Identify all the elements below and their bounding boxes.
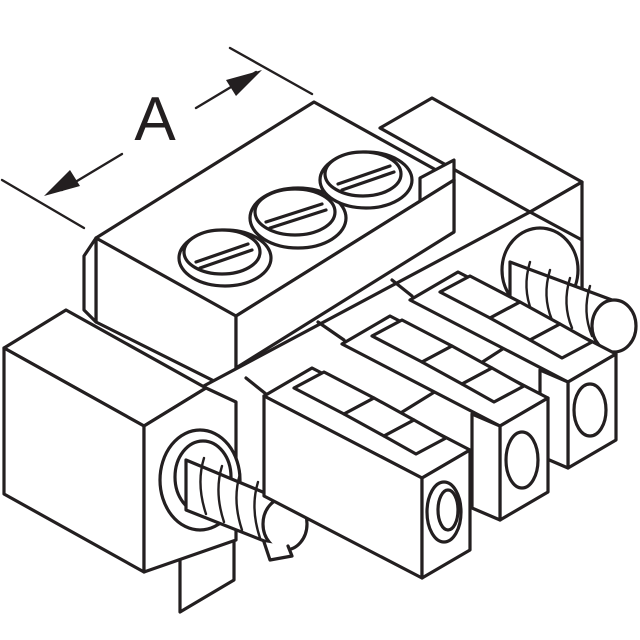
terminal-clamp-3	[390, 270, 618, 470]
plug-bevel	[82, 236, 98, 324]
plug-right-face	[234, 178, 456, 370]
arrowhead-right	[226, 70, 262, 96]
extension-line-left	[0, 178, 86, 230]
right-screw	[500, 226, 638, 354]
screw-heads	[177, 150, 414, 288]
left-screw	[158, 428, 309, 562]
left-block	[2, 308, 309, 574]
screw-head-1	[177, 228, 273, 288]
terminal-clamp-2	[316, 314, 550, 522]
clamp-2-front	[470, 412, 502, 522]
dimension-a: A	[0, 46, 314, 230]
terminal-clamp-1	[244, 366, 472, 580]
screw-head-2	[248, 186, 348, 250]
extension-line-right	[228, 46, 314, 96]
dimension-label: A	[134, 85, 176, 154]
screw-head-3	[318, 150, 414, 210]
arrowhead-left	[44, 170, 80, 196]
